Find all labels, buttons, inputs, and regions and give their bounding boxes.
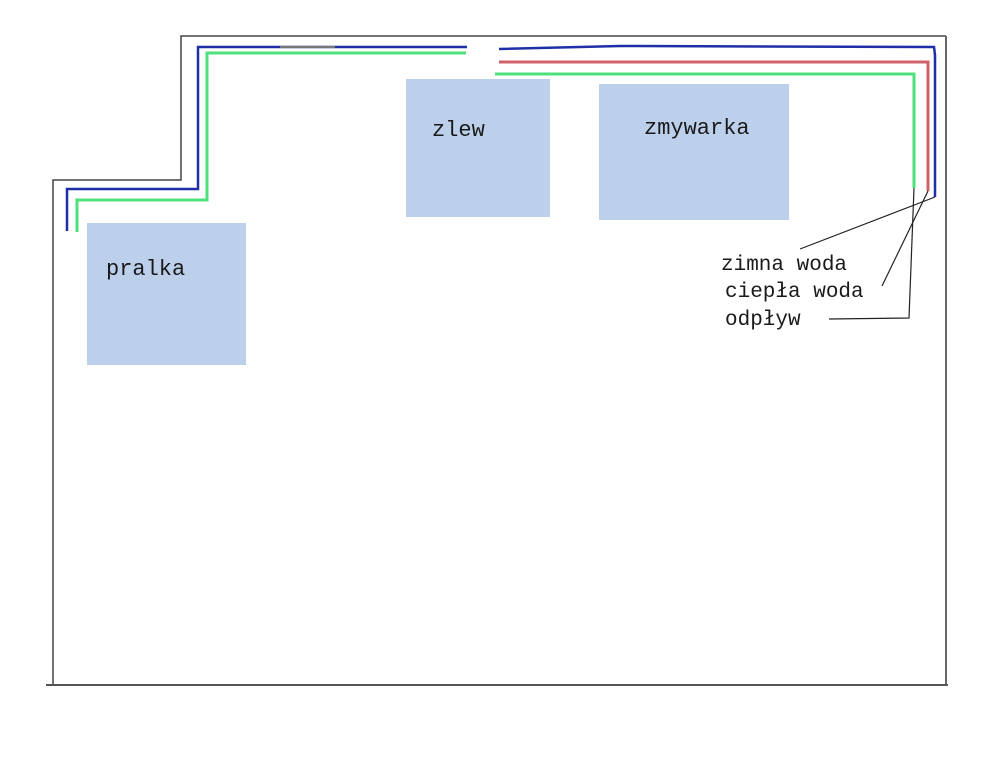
appliance-pralka: pralka: [87, 223, 246, 365]
appliance-label: zmywarka: [644, 116, 750, 141]
legend-label-drain: odpływ: [725, 309, 801, 332]
pipe-drain-right: [495, 72, 916, 188]
appliance-label: pralka: [106, 257, 185, 282]
appliance-label: zlew: [432, 118, 485, 143]
leader-line-drain: [828, 187, 915, 320]
appliance-box: [87, 223, 246, 365]
leader-line-cold: [799, 196, 936, 250]
appliance-zmywarka: zmywarka: [599, 84, 789, 220]
appliance-box: [406, 79, 550, 217]
appliance-zlew: zlew: [406, 79, 550, 217]
legend-label-cold-water: zimna woda: [721, 254, 847, 277]
leader-line-hot: [881, 190, 929, 287]
pipe-hot-right: [499, 60, 930, 191]
appliance-box: [599, 84, 789, 220]
pipe-cold-right: [498, 44, 937, 197]
pipe-drain-left: [75, 51, 466, 232]
legend-label-hot-water: ciepła woda: [725, 281, 864, 304]
